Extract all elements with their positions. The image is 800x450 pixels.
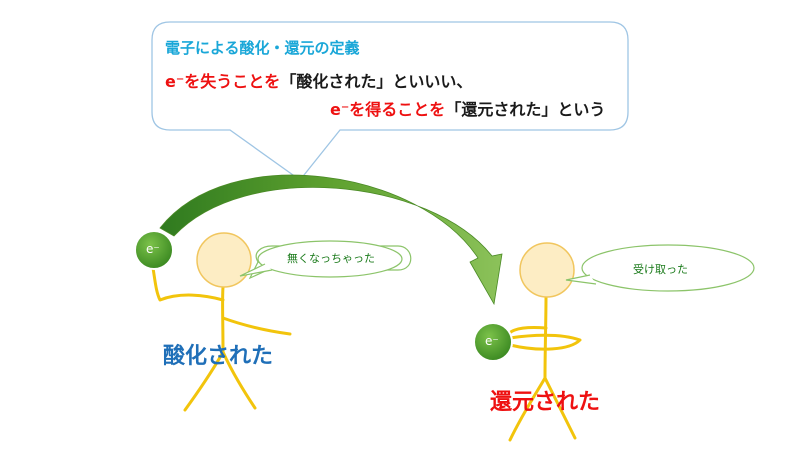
reduced-label: 還元された bbox=[490, 390, 601, 415]
right-speech-text: 受け取った bbox=[633, 263, 688, 276]
definition-line-1: e⁻を失うことを「酸化された」といいい、 bbox=[165, 68, 472, 92]
definition-line-2: e⁻を得ることを「還元された」という bbox=[330, 96, 605, 120]
definition-title: 電子による酸化・還元の定義 bbox=[165, 39, 360, 57]
definition-callout bbox=[151, 21, 629, 181]
right-person-leg-right bbox=[543, 376, 577, 440]
left-person-leg-right bbox=[221, 350, 257, 410]
right-person-body bbox=[543, 294, 548, 380]
right-person-leg-left bbox=[508, 376, 547, 442]
left-electron-label: e⁻ bbox=[146, 242, 160, 256]
left-speech-text: 無くなっちゃった bbox=[287, 252, 375, 265]
right-electron-label: e⁻ bbox=[485, 334, 499, 348]
left-electron bbox=[134, 230, 174, 270]
left-person-head bbox=[196, 232, 252, 288]
reduction-electron-text: e⁻を得ることを bbox=[330, 100, 446, 119]
transfer-arrow bbox=[159, 174, 503, 306]
oxidation-quote-text: 「酸化された」といいい、 bbox=[280, 72, 473, 91]
left-person-arm-right bbox=[221, 316, 292, 336]
right-person-head bbox=[519, 242, 575, 298]
right-speech-oval bbox=[581, 244, 755, 292]
left-person-leg-left bbox=[183, 350, 225, 412]
left-person-arm-left bbox=[151, 266, 225, 302]
right-electron bbox=[473, 322, 513, 362]
left-person bbox=[151, 266, 292, 412]
reduction-quote-text: 「還元された」という bbox=[445, 100, 606, 119]
right-person bbox=[506, 294, 582, 442]
right-person-arm bbox=[506, 326, 582, 351]
oxidation-electron-text: e⁻を失うことを bbox=[165, 72, 281, 91]
right-speech-tail bbox=[565, 274, 597, 285]
left-speech-oval bbox=[257, 240, 403, 278]
oxidized-label: 酸化された bbox=[163, 344, 274, 369]
left-speech-tail bbox=[239, 263, 273, 277]
